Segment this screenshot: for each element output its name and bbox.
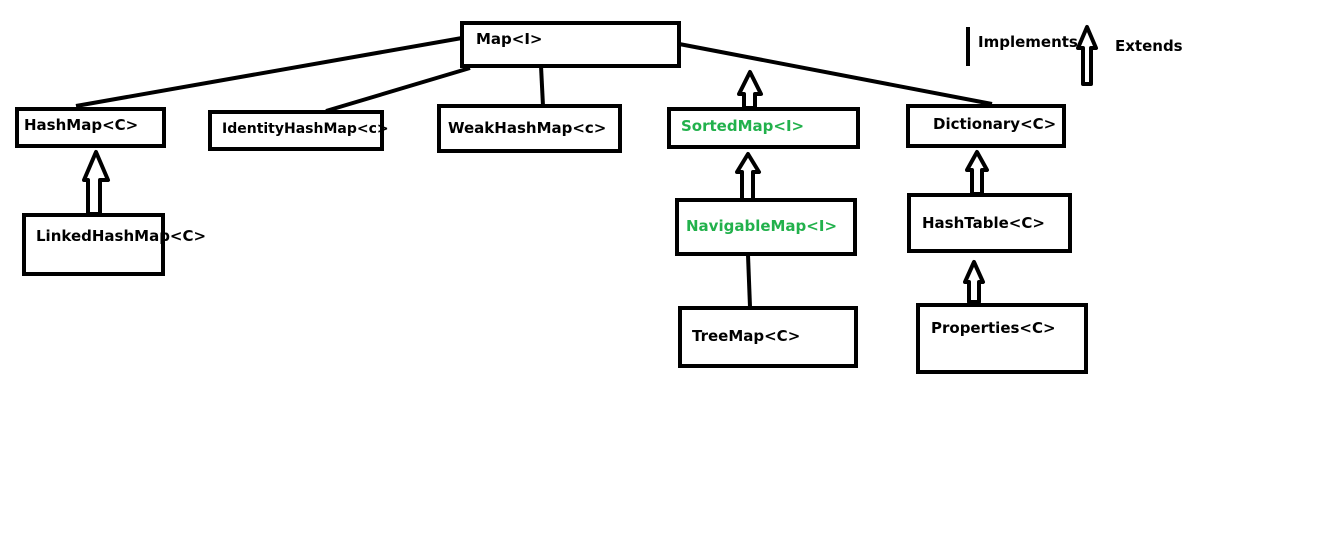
linkedhashmap-class-box [22, 213, 165, 276]
extends-arrow-sortedmap-map [737, 70, 763, 110]
weakhashmap-class-box [437, 104, 622, 153]
sortedmap-interface-box [667, 107, 860, 149]
extends-arrow-navigablemap-sortedmap [735, 152, 761, 202]
implements-legend-label: Implements [978, 33, 1078, 51]
map-interface-box [460, 21, 681, 68]
treemap-class-box [678, 306, 858, 368]
extends-arrow-properties-hashtable [963, 260, 985, 304]
hashmap-class-box [15, 107, 166, 148]
treemap-label: TreeMap<C> [692, 327, 801, 345]
identityhashmap-class-box [208, 110, 384, 151]
map-label: Map<I> [476, 30, 543, 48]
edge-map-dictionary [673, 41, 993, 106]
dictionary-label: Dictionary<C> [933, 115, 1057, 133]
hashtable-class-box [907, 193, 1072, 253]
properties-class-box [916, 303, 1088, 374]
navigablemap-label: NavigableMap<I> [686, 217, 838, 235]
extends-arrow-linkedhashmap-hashmap [82, 150, 110, 216]
extends-arrow-hashtable-dictionary [965, 150, 989, 196]
dictionary-class-box [906, 104, 1066, 148]
hashtable-label: HashTable<C> [922, 214, 1045, 232]
properties-label: Properties<C> [931, 319, 1056, 337]
edge-navigablemap-treemap [746, 254, 752, 308]
extends-legend-arrow-icon [1076, 25, 1098, 86]
hashmap-label: HashMap<C> [24, 116, 139, 134]
sortedmap-label: SortedMap<I> [681, 117, 805, 135]
identityhashmap-label: IdentityHashMap<c> [222, 121, 389, 137]
edge-map-identityhashmap [325, 66, 471, 113]
navigablemap-interface-box [675, 198, 857, 256]
extends-legend-label: Extends [1115, 37, 1183, 55]
weakhashmap-label: WeakHashMap<c> [448, 119, 607, 137]
linkedhashmap-label: LinkedHashMap<C> [36, 227, 207, 245]
edge-map-weakhashmap [539, 65, 545, 107]
edge-map-hashmap [75, 36, 463, 108]
